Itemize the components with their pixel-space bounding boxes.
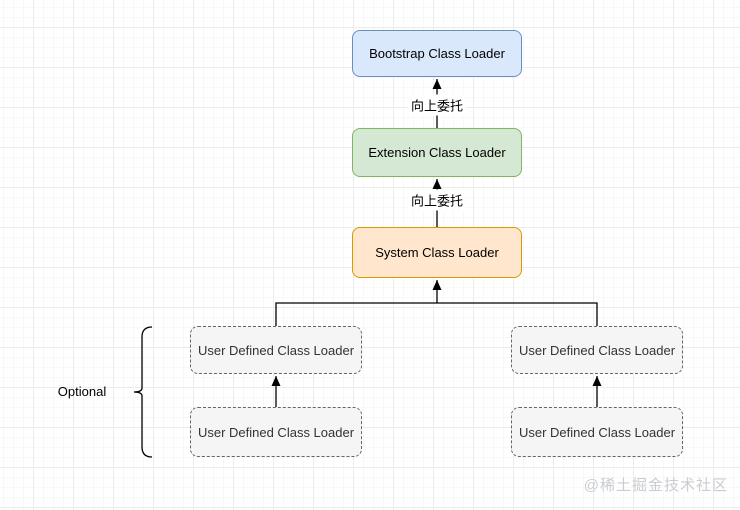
node-user-defined-class-loader-right-bottom: User Defined Class Loader — [511, 407, 683, 457]
edge-label-delegate-up-top: 向上委托 — [407, 94, 467, 116]
node-label: User Defined Class Loader — [518, 424, 676, 440]
node-label: Bootstrap Class Loader — [369, 46, 505, 61]
optional-brace — [133, 326, 153, 458]
optional-label: Optional — [57, 384, 107, 399]
node-label: Extension Class Loader — [368, 145, 506, 160]
node-label: User Defined Class Loader — [197, 424, 355, 440]
node-label: System Class Loader — [375, 245, 499, 260]
node-user-defined-class-loader-right-top: User Defined Class Loader — [511, 326, 683, 374]
node-extension-class-loader: Extension Class Loader — [352, 128, 522, 177]
node-user-defined-class-loader-left-bottom: User Defined Class Loader — [190, 407, 362, 457]
node-user-defined-class-loader-left-top: User Defined Class Loader — [190, 326, 362, 374]
edge-label-delegate-up-bottom: 向上委托 — [407, 189, 467, 211]
watermark-text: @稀土掘金技术社区 — [583, 477, 728, 494]
node-label: User Defined Class Loader — [197, 342, 355, 358]
node-label: User Defined Class Loader — [518, 342, 676, 358]
node-bootstrap-class-loader: Bootstrap Class Loader — [352, 30, 522, 77]
node-system-class-loader: System Class Loader — [352, 227, 522, 278]
edge-branch-bus — [275, 302, 598, 326]
